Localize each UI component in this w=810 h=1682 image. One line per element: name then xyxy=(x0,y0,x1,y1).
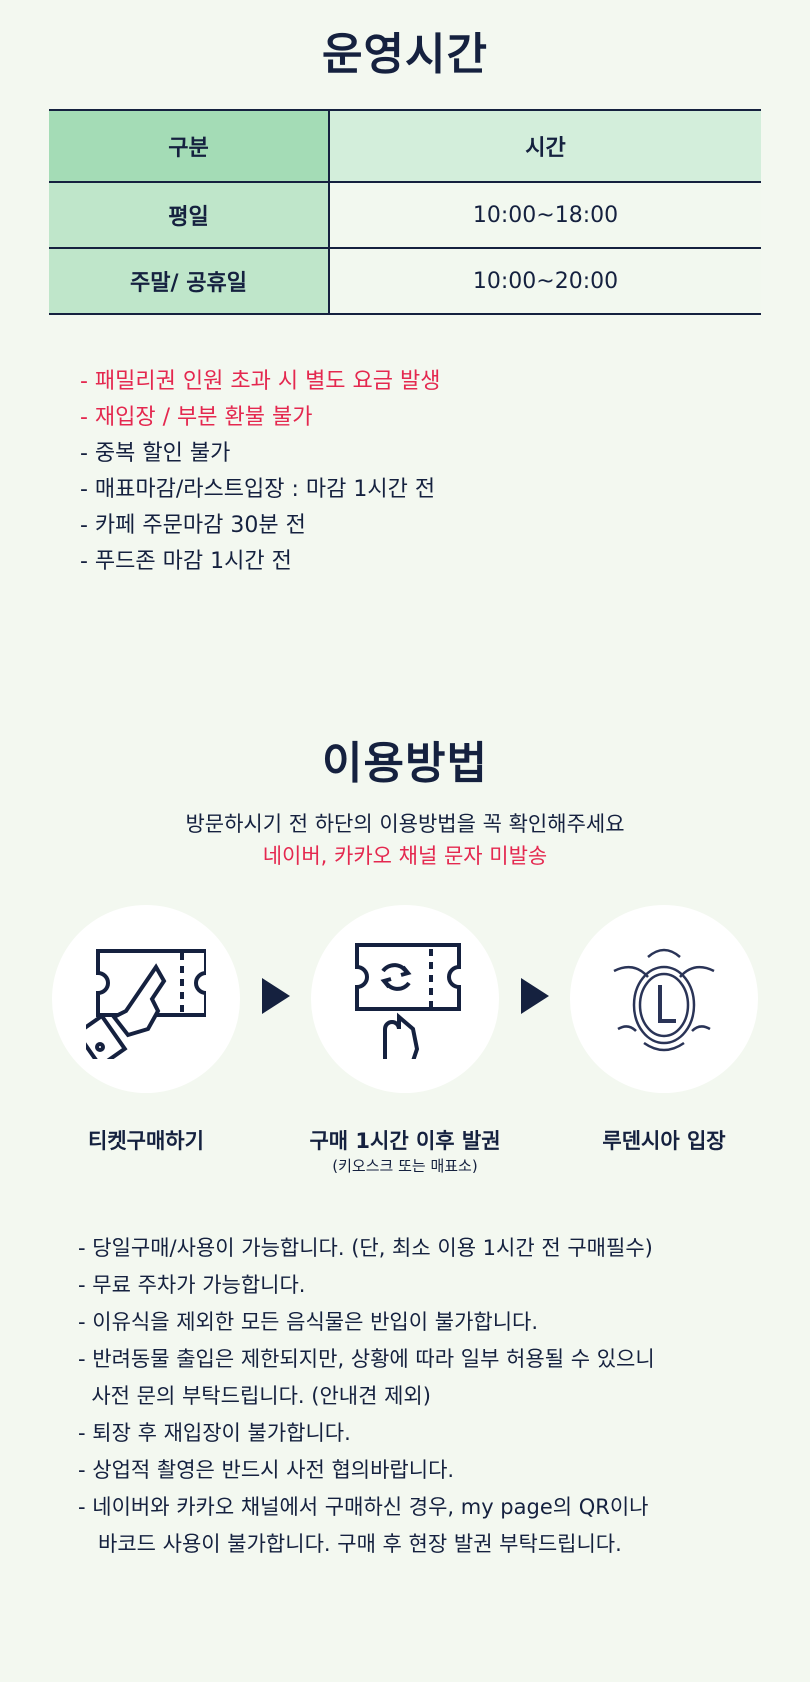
usage-title: 이용방법 xyxy=(322,738,488,789)
rule-item: - 퇴장 후 재입장이 불가합니다. xyxy=(78,1421,351,1445)
usage-rules: - 당일구매/사용이 가능합니다. (단, 최소 이용 1시간 전 구매필수) … xyxy=(78,1230,655,1563)
row-category: 주말/ 공휴일 xyxy=(49,247,330,315)
header-time: 시간 xyxy=(329,109,761,183)
note-item: - 패밀리권 인원 초과 시 별도 요금 발생 xyxy=(80,369,441,394)
table-row: 평일 10:00~18:00 xyxy=(49,181,761,249)
step-note: (키오스크 또는 매표소) xyxy=(332,1157,478,1175)
hours-table: 구분 시간 평일 10:00~18:00 주말/ 공휴일 10:00~20:00 xyxy=(49,109,761,315)
rule-item: - 당일구매/사용이 가능합니다. (단, 최소 이용 1시간 전 구매필수) xyxy=(78,1236,653,1260)
row-time: 10:00~20:00 xyxy=(329,247,761,315)
rule-item: - 네이버와 카카오 채널에서 구매하신 경우, my page의 QR이나 xyxy=(78,1495,649,1519)
step-1-circle xyxy=(52,905,240,1093)
row-time: 10:00~18:00 xyxy=(329,181,761,249)
table-header-row: 구분 시간 xyxy=(49,109,761,183)
note-item: - 매표마감/라스트입장 : 마감 1시간 전 xyxy=(80,477,436,502)
rule-item: - 이유식을 제외한 모든 음식물은 반입이 불가합니다. xyxy=(78,1310,539,1334)
hours-title: 운영시간 xyxy=(322,29,488,80)
rule-item: - 상업적 촬영은 반드시 사전 협의바랍니다. xyxy=(78,1458,455,1482)
usage-warning: 네이버, 카카오 채널 문자 미발송 xyxy=(262,844,548,868)
row-category: 평일 xyxy=(49,181,330,249)
step-label: 구매 1시간 이후 발권 xyxy=(309,1129,501,1153)
rule-item: - 무료 주차가 가능합니다. xyxy=(78,1273,306,1297)
step-3-circle xyxy=(570,905,758,1093)
ludensia-crest-logo xyxy=(613,948,715,1052)
usage-subtitle: 방문하시기 전 하단의 이용방법을 꼭 확인해주세요 xyxy=(185,812,625,836)
note-item: - 카페 주문마감 30분 전 xyxy=(80,513,306,538)
note-item: - 중복 할인 불가 xyxy=(80,441,231,466)
rule-item: - 반려동물 출입은 제한되지만, 상황에 따라 일부 허용될 수 있으니 xyxy=(78,1347,655,1371)
rule-item: 사전 문의 부탁드립니다. (안내견 제외) xyxy=(78,1384,431,1408)
arrow-right-icon xyxy=(262,978,290,1014)
note-item: - 재입장 / 부분 환불 불가 xyxy=(80,405,313,430)
step-label: 티켓구매하기 xyxy=(88,1129,204,1153)
note-item: - 푸드존 마감 1시간 전 xyxy=(80,549,292,574)
step-label: 루덴시아 입장 xyxy=(602,1129,726,1153)
ticket-exchange-icon xyxy=(355,943,461,1059)
header-category: 구분 xyxy=(49,109,330,183)
step-2-circle xyxy=(311,905,499,1093)
table-row: 주말/ 공휴일 10:00~20:00 xyxy=(49,247,761,315)
ticket-hand-icon xyxy=(86,949,206,1059)
hours-notes: - 패밀리권 인원 초과 시 별도 요금 발생 - 재입장 / 부분 환불 불가… xyxy=(80,364,441,580)
rule-item: 바코드 사용이 불가합니다. 구매 후 현장 발권 부탁드립니다. xyxy=(78,1532,622,1556)
arrow-right-icon xyxy=(521,978,549,1014)
